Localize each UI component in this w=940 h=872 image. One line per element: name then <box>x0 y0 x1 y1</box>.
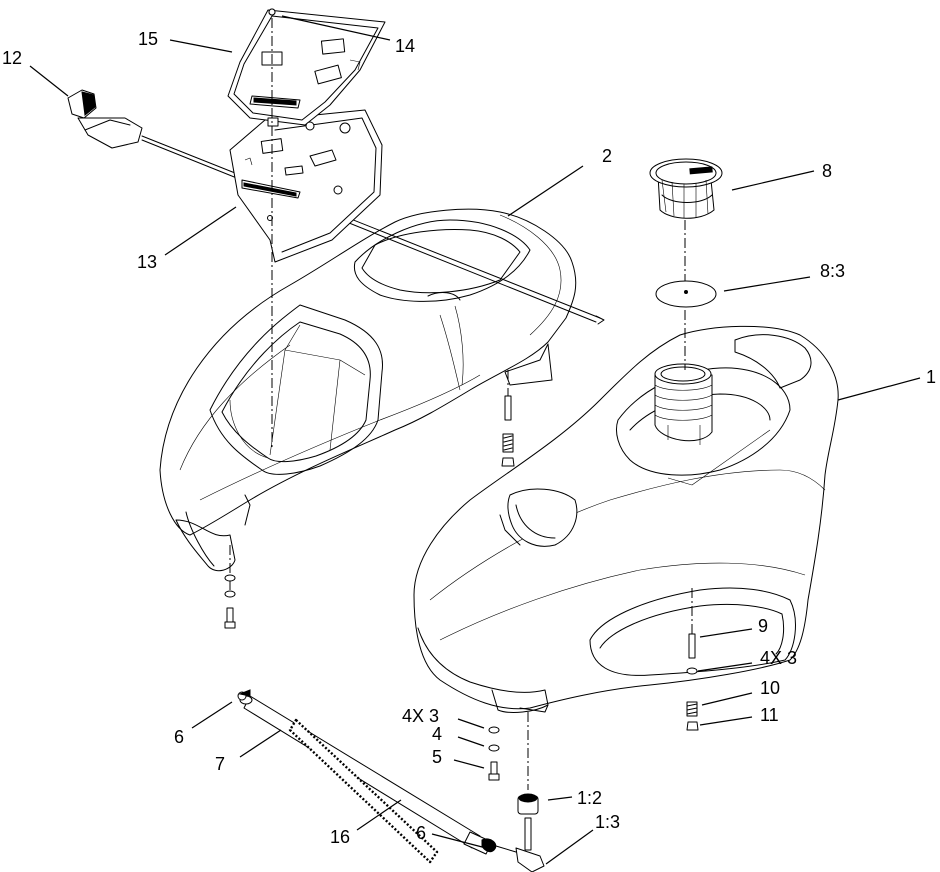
lower-center-hardware <box>488 726 500 781</box>
callout-6-bottom: 6 <box>416 823 426 843</box>
callout-1: 1 <box>926 367 936 387</box>
right-mount-hardware <box>686 588 699 731</box>
decal-plate <box>227 8 386 131</box>
screw-14 <box>268 8 276 16</box>
callout-4x3-right: 4X 3 <box>760 648 797 668</box>
callout-4x3-left: 4X 3 <box>402 706 439 726</box>
fuel-tank <box>413 325 839 713</box>
callout-7: 7 <box>215 754 225 774</box>
callout-10: 10 <box>760 678 780 698</box>
callout-14: 14 <box>395 36 415 56</box>
callout-6-top: 6 <box>174 727 184 747</box>
callout-5: 5 <box>432 747 442 767</box>
callout-8-3: 8:3 <box>820 261 845 281</box>
callout-13: 13 <box>137 252 157 272</box>
fuel-hose <box>237 689 517 864</box>
cap-gasket <box>655 280 717 308</box>
fuel-gauge-sender <box>67 89 605 325</box>
callout-15: 15 <box>138 29 158 49</box>
callout-8: 8 <box>822 161 832 181</box>
callout-2: 2 <box>602 146 612 166</box>
callout-12: 12 <box>2 48 22 68</box>
callout-4: 4 <box>432 724 442 744</box>
left-mount-hardware <box>224 545 236 629</box>
callout-11: 11 <box>760 705 779 725</box>
callout-9: 9 <box>758 616 768 636</box>
leader-lines <box>29 15 921 865</box>
fuel-fitting <box>515 793 545 872</box>
left-fender-console <box>159 208 577 572</box>
callout-16: 16 <box>330 827 350 847</box>
callout-1-3: 1:3 <box>595 812 620 832</box>
fuel-cap <box>649 158 723 219</box>
callout-1-2: 1:2 <box>577 788 602 808</box>
middle-mount-hardware <box>501 370 515 467</box>
mounting-bracket <box>229 109 383 263</box>
